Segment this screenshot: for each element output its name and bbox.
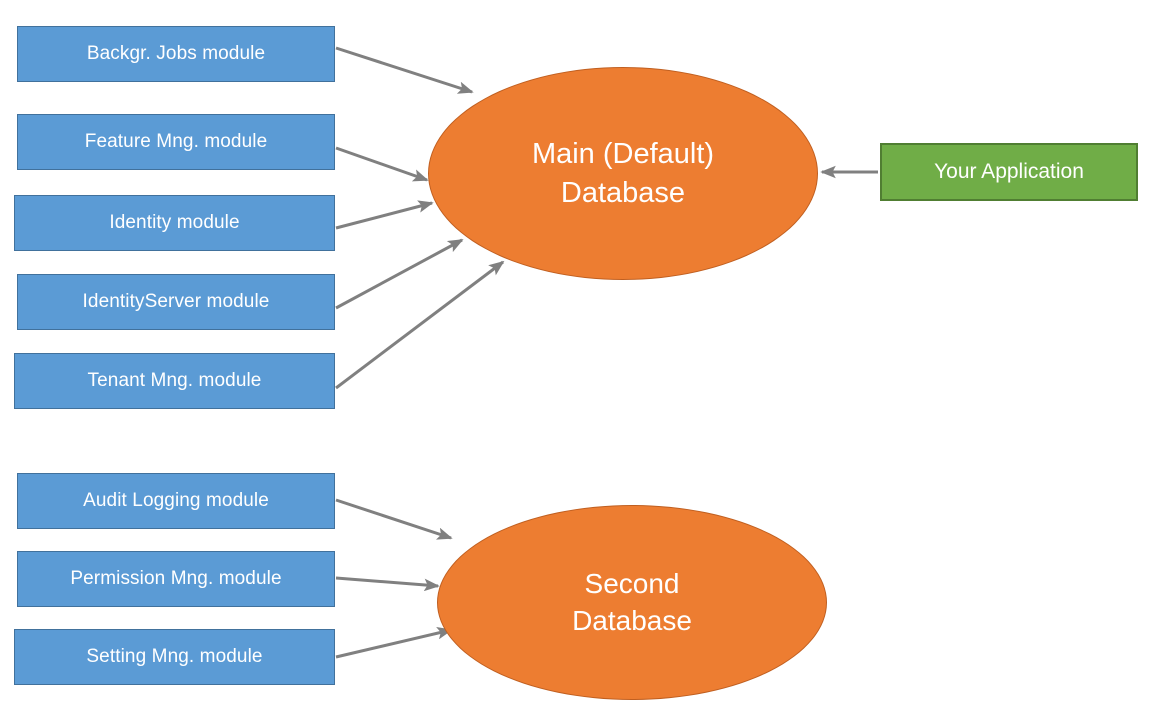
module-box-setting-management[interactable]: Setting Mng. module bbox=[14, 629, 335, 685]
database-label-line-1: Second bbox=[584, 567, 680, 599]
module-label: Feature Mng. module bbox=[84, 131, 268, 152]
module-box-identityserver[interactable]: IdentityServer module bbox=[17, 274, 335, 330]
database-label-line-1: Main (Default) bbox=[531, 138, 715, 171]
module-label: Backgr. Jobs module bbox=[86, 43, 266, 64]
module-box-background-jobs[interactable]: Backgr. Jobs module bbox=[17, 26, 335, 82]
database-label-line-2: Database bbox=[560, 176, 686, 209]
arrow-tenant-management-to-main-db bbox=[335, 260, 505, 390]
application-label: Your Application bbox=[934, 160, 1084, 183]
database-ellipse-main[interactable]: Main (Default) Database bbox=[428, 67, 818, 280]
module-box-permission-management[interactable]: Permission Mng. module bbox=[17, 551, 335, 607]
arrow-background-jobs-to-main-db bbox=[335, 46, 474, 94]
module-label: Permission Mng. module bbox=[70, 568, 282, 589]
arrow-identityserver-to-main-db bbox=[335, 238, 464, 310]
module-label: Setting Mng. module bbox=[86, 646, 263, 667]
arrow-identity-to-main-db bbox=[335, 200, 434, 230]
module-box-audit-logging[interactable]: Audit Logging module bbox=[17, 473, 335, 529]
arrow-permission-management-to-second-db bbox=[335, 576, 440, 592]
module-box-identity[interactable]: Identity module bbox=[14, 195, 335, 251]
module-label: Identity module bbox=[109, 212, 240, 233]
module-label: Audit Logging module bbox=[83, 490, 269, 511]
application-box[interactable]: Your Application bbox=[880, 143, 1138, 201]
module-label: Tenant Mng. module bbox=[87, 370, 262, 391]
database-ellipse-second[interactable]: Second Database bbox=[437, 505, 827, 700]
arrow-feature-management-to-main-db bbox=[335, 146, 429, 182]
database-label-line-2: Database bbox=[572, 604, 692, 636]
module-label: IdentityServer module bbox=[82, 291, 270, 312]
arrow-audit-logging-to-second-db bbox=[335, 498, 453, 540]
module-box-tenant-management[interactable]: Tenant Mng. module bbox=[14, 353, 335, 409]
arrow-setting-management-to-second-db bbox=[335, 627, 453, 659]
module-box-feature-management[interactable]: Feature Mng. module bbox=[17, 114, 335, 170]
